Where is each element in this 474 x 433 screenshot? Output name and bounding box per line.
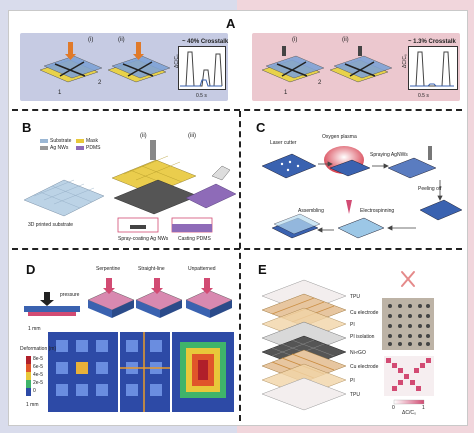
layer-pi-top: PI [350, 322, 355, 328]
step-spraying: Spraying AgNWs [370, 152, 408, 158]
panel-a-right-time: 0.5 s [418, 93, 429, 99]
panel-d-label: D [26, 262, 36, 277]
panel-b-sub-ii: (ii) [140, 133, 147, 139]
caption-casting-pdms: Casting PDMS [178, 236, 211, 242]
panel-a-left-crosstalk: ~ 40% Crosstalk [182, 39, 229, 45]
legend-title: Deformation (m) [20, 346, 57, 352]
panel-c-label: C [256, 120, 266, 135]
title-straight-line: Straight-line [138, 266, 165, 272]
separator-middle [12, 248, 462, 250]
legend-swatch-pdms [76, 146, 84, 150]
legend-pdms: PDMS [86, 145, 101, 151]
panel-a-left-port1: 1 [58, 90, 62, 96]
layer-cu-bottom: Cu electrode [350, 364, 379, 370]
legend-tick-4: 0 [33, 388, 36, 394]
title-unpatterned: Unpatterned [188, 266, 216, 272]
panel-b-sub-iii: (iii) [188, 133, 196, 139]
layer-tpu-bottom: TPU [350, 392, 360, 398]
separator-top [12, 109, 462, 111]
layer-tpu-top: TPU [350, 294, 360, 300]
step-laser-cutter: Laser cutter [270, 140, 297, 146]
legend-agnws: Ag NWs [50, 145, 69, 151]
panel-a-right-port2: 2 [318, 80, 322, 86]
separator-vertical [239, 111, 241, 421]
legend-swatch-agnws [40, 146, 48, 150]
colorbar-tick-0: 0 [392, 405, 395, 411]
step-assembling: Assembling [298, 208, 324, 214]
layer-pi-bottom: PI [350, 378, 355, 384]
panel-a-right-sub-ii: (ii) [342, 37, 349, 43]
legend-swatch-mask [76, 139, 84, 143]
layer-ni-rgo: Ni-rGO [350, 350, 366, 356]
legend-tick-1: 6e-5 [33, 364, 44, 370]
panel-a-left-sub-ii: (ii) [118, 37, 125, 43]
colorbar-label: ΔC/C₀ [402, 410, 417, 416]
legend-tick-3: 2e-5 [33, 380, 44, 386]
step-peeling-off: Peeling off [418, 186, 442, 192]
panel-a-left-port2: 2 [98, 80, 102, 86]
step-oxygen-plasma: Oxygen plasma [322, 134, 357, 140]
title-serpentine: Serpentine [96, 266, 121, 272]
colorbar-tick-1: 1 [422, 405, 425, 411]
panel-a-label: A [226, 16, 236, 31]
panel-a-right-sub-i: (i) [292, 37, 298, 43]
scale-bar-bottom: 1 mm [26, 402, 39, 408]
panel-e-label: E [258, 262, 267, 277]
scale-bar-top: 1 mm [28, 326, 41, 332]
panel-a-right-crosstalk: ~ 1.3% Crosstalk [408, 39, 456, 45]
legend-tick-2: 4e-5 [33, 372, 44, 378]
legend-swatch-substrate [40, 139, 48, 143]
caption-3d-printed: 3D printed substrate [28, 222, 74, 228]
legend-substrate: Substrate [50, 138, 72, 144]
panel-b-label: B [22, 120, 32, 135]
pressure-label: pressure [60, 292, 80, 298]
caption-spray-coating: Spray-coating Ag NWs [118, 236, 169, 242]
layer-cu-top: Cu electrode [350, 310, 379, 316]
legend-tick-0: 8e-5 [33, 356, 44, 362]
layer-pi-isolation: PI isolation [350, 334, 375, 340]
panel-a-right-port1: 1 [284, 90, 288, 96]
step-electrospinning: Electrospinning [360, 208, 395, 214]
panel-a-left-time: 0.5 s [196, 93, 207, 99]
legend-mask: Mask [86, 138, 98, 144]
panel-a-left-sub-i: (i) [88, 37, 94, 43]
